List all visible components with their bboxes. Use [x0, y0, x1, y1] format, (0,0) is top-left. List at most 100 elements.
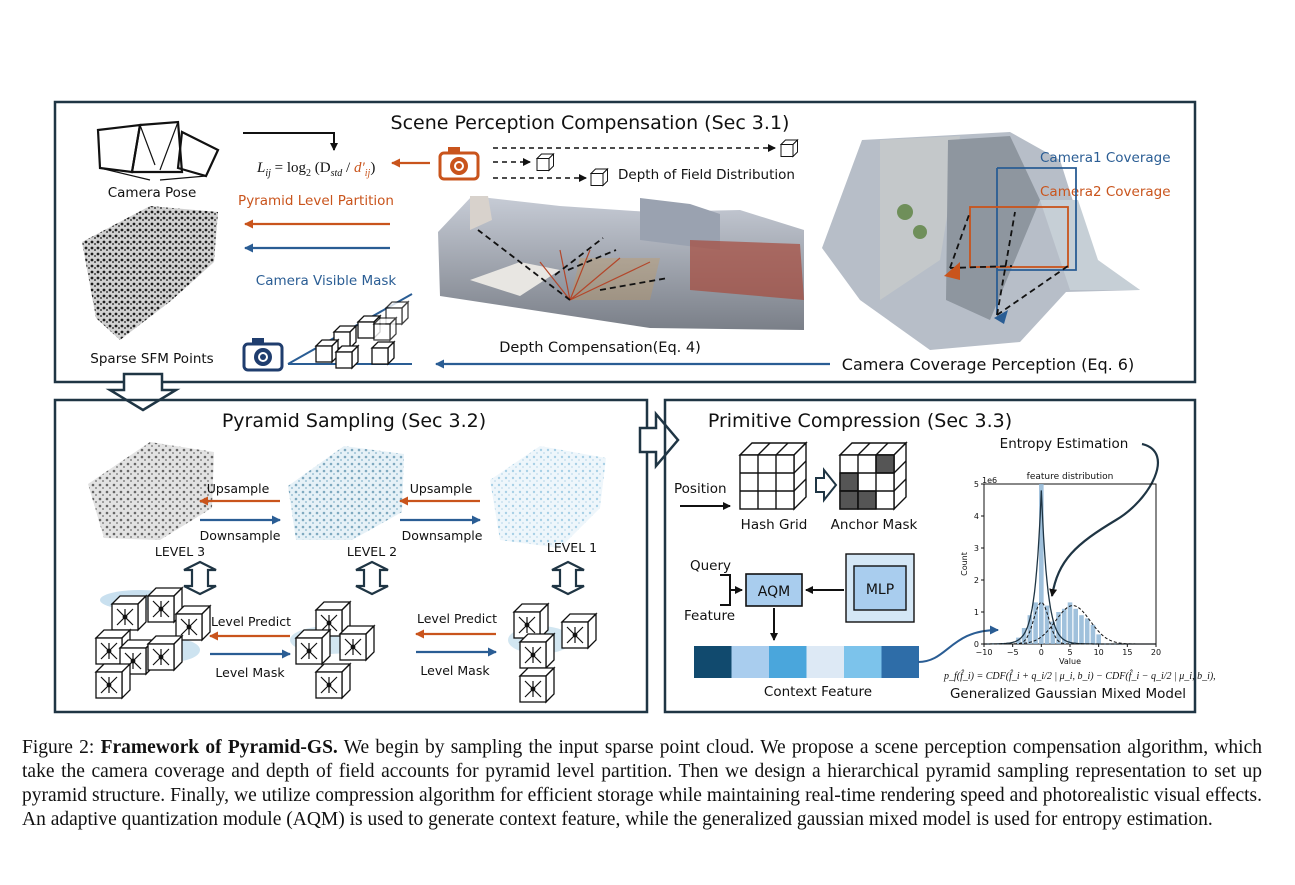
level-predict-label-1: Level Predict: [211, 614, 291, 629]
camera1-coverage-label: Camera1 Coverage: [1040, 150, 1171, 166]
histogram-bar: [1039, 484, 1044, 644]
level-mask-label-1: Level Mask: [215, 665, 285, 680]
downsample-label-1: Downsample: [200, 528, 281, 543]
mlp-box: [853, 565, 907, 611]
sparse-sfm-point-cloud: [82, 206, 218, 340]
x-tick-label: −10: [976, 648, 993, 657]
flow-down-arrow: [105, 372, 181, 412]
context-feature-label: Context Feature: [764, 684, 872, 700]
entropy-arrow: [1049, 442, 1160, 597]
histogram-bar: [1033, 602, 1038, 644]
histogram-ylabel: Count: [960, 552, 969, 576]
gaussian-component-2: [984, 605, 1156, 645]
hash-grid: [738, 441, 808, 511]
x-tick-label: 10: [1094, 648, 1104, 657]
camera2-marker: [944, 262, 960, 280]
visible-mask-label: Camera Visible Mask: [256, 273, 397, 289]
compression-panel: [663, 398, 1197, 714]
figure-caption: Figure 2: Framework of Pyramid-GS. We be…: [22, 736, 1262, 832]
level3-label: LEVEL 3: [155, 544, 205, 559]
coverage-label: Camera Coverage Perception (Eq. 6): [842, 355, 1134, 374]
position-label: Position: [674, 481, 727, 497]
level3-point-cloud: [88, 442, 214, 540]
dof-cube-far: [780, 139, 798, 157]
camera-pose-frusta: [96, 120, 220, 181]
histogram-title: feature distribution: [1027, 472, 1114, 482]
context-cell: [731, 646, 769, 678]
caption-text: We begin by sampling the input sparse po…: [22, 737, 1262, 830]
histogram-xlabel: Value: [1059, 657, 1081, 666]
blue-camera-icon: [242, 336, 284, 372]
query-arrow: [720, 574, 743, 594]
context-cell: [769, 646, 807, 678]
level2-label: LEVEL 2: [347, 544, 397, 559]
dof-cube-near: [536, 153, 554, 171]
downsample-label-2: Downsample: [402, 528, 483, 543]
upsample-label-2: Upsample: [410, 481, 473, 496]
depth-comp-label: Depth Compensation(Eq. 4): [499, 340, 701, 356]
camera1-coverage-box: [997, 167, 1077, 271]
flow-right-arrow: [638, 410, 680, 470]
level2-cubes: [290, 601, 375, 699]
context-to-ggmm-arrow: [917, 625, 999, 663]
pyramid-partition-label: Pyramid Level Partition: [238, 193, 394, 209]
sampling-panel-title: Pyramid Sampling (Sec 3.2): [222, 410, 486, 432]
feature-label: Feature: [684, 608, 735, 624]
level-mask-label-2: Level Mask: [420, 663, 490, 678]
y-tick-label: 0: [974, 640, 979, 649]
histogram-bar: [1096, 634, 1101, 644]
histogram-bar: [1090, 624, 1096, 644]
level2-point-cloud: [288, 446, 404, 540]
context-cell: [881, 646, 919, 678]
histogram-bar: [1027, 615, 1033, 644]
histogram-bar: [1021, 628, 1027, 644]
orange-camera-icon: [438, 145, 480, 181]
aqm-label: AQM: [758, 584, 790, 600]
level1-point-cloud: [490, 446, 606, 548]
camera2-coverage-box: [969, 206, 1069, 268]
caption-title: Framework of Pyramid-GS.: [100, 737, 338, 758]
camera2-coverage-label: Camera2 Coverage: [1040, 184, 1171, 200]
sparse-points-label: Sparse SFM Points: [90, 351, 213, 367]
camera-visible-mask-diagram: [242, 293, 413, 372]
level3-cubes: [95, 587, 211, 699]
histogram-multiplier: 1e6: [982, 476, 997, 485]
x-tick-label: −5: [1007, 648, 1019, 657]
depth-compensation-scene: [438, 196, 804, 330]
x-tick-label: 20: [1151, 648, 1161, 657]
y-tick-label: 1: [974, 608, 979, 617]
level1-cubes: [508, 603, 597, 703]
x-tick-label: 0: [1039, 648, 1044, 657]
histogram-bar: [1079, 615, 1084, 644]
histogram-bar: [1056, 612, 1061, 644]
x-tick-label: 15: [1122, 648, 1132, 657]
context-cell: [844, 646, 882, 678]
feature-arrow: [720, 590, 731, 606]
aqm-box: [745, 573, 803, 607]
scene-panel: [53, 100, 1197, 384]
histogram-bar: [1016, 637, 1021, 644]
sampling-panel: [53, 398, 649, 714]
y-tick-label: 3: [974, 544, 979, 553]
caption-label: Figure 2:: [22, 737, 95, 758]
y-tick-label: 2: [974, 576, 979, 585]
formula-input-arrow: [243, 132, 338, 151]
histogram-bar: [1067, 602, 1073, 644]
histogram-bar: [1073, 608, 1079, 644]
camera1-marker: [994, 310, 1008, 324]
grid-to-mask-arrow: [815, 467, 838, 503]
query-label: Query: [690, 558, 731, 574]
feature-distribution-histogram: feature distribution 1e6 Value Count −10…: [960, 472, 1161, 666]
level-predict-label-2: Level Predict: [417, 611, 497, 626]
dof-cube-mid: [590, 168, 608, 186]
context-cell: [694, 646, 732, 678]
anchor-mask-label: Anchor Mask: [831, 517, 918, 533]
context-feature-strip: [694, 646, 919, 678]
camera-coverage-scene: [822, 132, 1140, 350]
mlp-label: MLP: [866, 582, 894, 598]
compression-panel-title: Primitive Compression (Sec 3.3): [708, 410, 1012, 432]
y-tick-label: 5: [974, 480, 979, 489]
upsample-label-1: Upsample: [207, 481, 270, 496]
camera-pose-label: Camera Pose: [108, 185, 197, 201]
